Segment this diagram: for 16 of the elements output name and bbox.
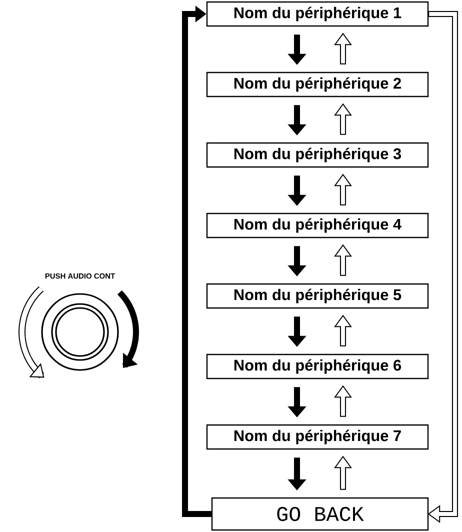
arrow	[334, 103, 352, 135]
go-back-box: GO BACK	[211, 497, 429, 531]
device-name-box: Nom du périphérique 4	[206, 212, 429, 238]
device-name-box: Nom du périphérique 7	[206, 424, 429, 450]
device-name-box: Nom du périphérique 1	[206, 1, 429, 27]
device-name-box: Nom du périphérique 6	[206, 354, 429, 380]
device-name-box: Nom du périphérique 5	[206, 283, 429, 309]
arrow	[334, 32, 352, 64]
arrow	[334, 244, 352, 276]
arrow	[334, 456, 352, 490]
device-name-box: Nom du périphérique 2	[206, 72, 429, 98]
device-name-box: Nom du périphérique 3	[206, 142, 429, 168]
arrow	[334, 174, 352, 206]
arrow	[334, 314, 352, 346]
loop-arrow	[428, 11, 458, 523]
arrow	[334, 385, 352, 417]
